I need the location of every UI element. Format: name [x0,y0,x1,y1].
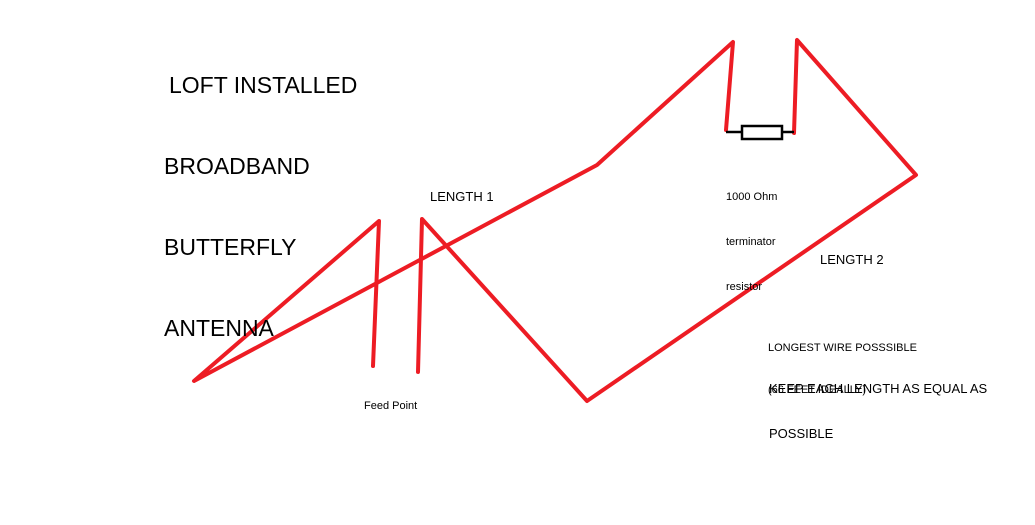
title-line: LOFT INSTALLED [169,72,358,98]
longest-wire-note: LONGEST WIRE POSSSIBLE (66 FEET IDEALLY) [768,313,917,411]
feed-point-label: Feed Point [364,400,418,412]
resistor-label-line: terminator [726,236,776,248]
longest-wire-line: (66 FEET IDEALLY) [768,384,867,396]
title-line: BUTTERFLY [164,234,297,260]
keep-equal-line: KEEP EACH LENGTH AS EQUAL AS [769,381,988,396]
resistor-label-line: 1000 Ohm [726,191,778,203]
resistor-label-line: resistor [726,281,763,293]
feed-wire-left [192,40,735,383]
keep-equal-line: POSSIBLE [769,426,834,441]
length1-label: LENGTH 1 [430,189,494,204]
length2-label: LENGTH 2 [820,252,884,267]
resistor-body [740,124,784,141]
title-line: ANTENNA [164,315,274,341]
terminator-resistor [726,124,794,141]
keep-equal-note: KEEP EACH LENGTH AS EQUAL AS POSSIBLE [769,351,987,456]
longest-wire-line: LONGEST WIRE POSSSIBLE [768,342,917,354]
feed-wire-right [416,38,918,403]
resistor-label: 1000 Ohm terminator resistor [726,160,777,310]
title-line: BROADBAND [164,153,310,179]
diagram-title: LOFT INSTALLED BROADBAND BUTTERFLY ANTEN… [164,18,357,369]
